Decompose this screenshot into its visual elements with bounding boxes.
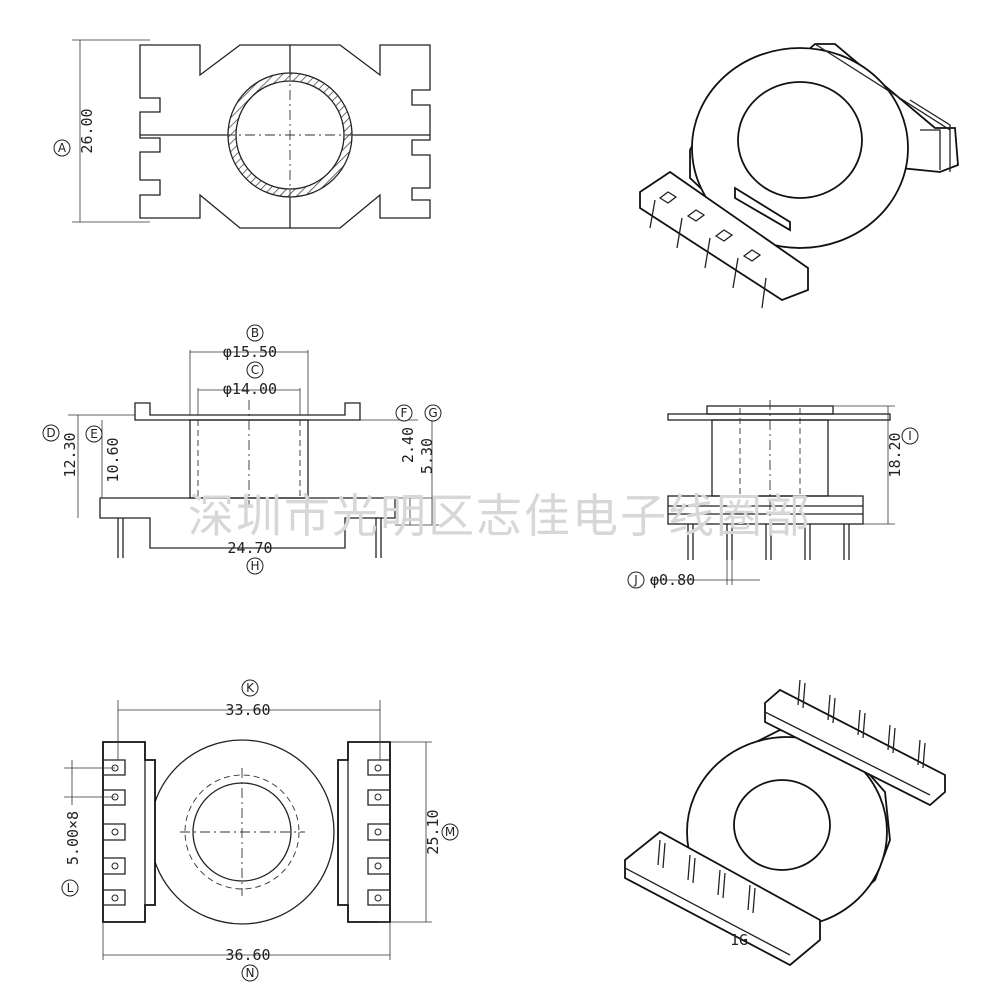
dim-K-label: K — [246, 681, 255, 695]
dim-L-label: L — [67, 881, 74, 895]
dim-E-value: 10.60 — [104, 437, 122, 482]
dim-J-value: φ0.80 — [650, 571, 695, 589]
dim-G-label: G — [428, 406, 437, 420]
dim-A-value: 26.00 — [78, 108, 96, 153]
dim-J-label: J — [633, 573, 638, 587]
isometric-view-top — [639, 43, 959, 309]
dim-H-value: 24.70 — [227, 539, 272, 557]
dim-G: G 5.30 — [418, 404, 442, 474]
dim-F-label: F — [401, 406, 408, 420]
dim-I: 18.20 I — [886, 427, 919, 478]
dim-C: C φ14.00 — [223, 361, 277, 398]
dim-B: B φ15.50 — [223, 324, 277, 361]
dim-A: 26.00 A — [53, 108, 96, 157]
watermark: 深圳市光明区志佳电子线圈部 — [188, 489, 812, 543]
dim-N-label: N — [246, 966, 255, 980]
dim-H: 24.70 H — [227, 539, 273, 575]
front-view — [68, 350, 440, 558]
dim-D: 12.30 D — [42, 424, 79, 478]
dim-N: 36.60 N — [225, 946, 271, 982]
dim-H-label: H — [250, 559, 259, 573]
dim-M: 25.10 M — [424, 809, 459, 855]
dim-E-label: E — [90, 427, 98, 441]
dim-L: 5.00×8 L — [61, 811, 82, 897]
dim-K: K 33.60 — [225, 679, 271, 719]
dim-D-value: 12.30 — [61, 432, 79, 477]
dim-A-label: A — [58, 141, 67, 155]
dim-G-value: 5.30 — [418, 438, 436, 474]
dim-N-value: 36.60 — [225, 946, 270, 964]
isometric-view-bottom: 1G — [624, 679, 946, 967]
dim-B-label: B — [251, 326, 259, 340]
dim-C-label: C — [251, 363, 259, 377]
dim-D-label: D — [46, 426, 55, 440]
dim-J: J φ0.80 — [627, 571, 695, 589]
bottom-view — [64, 700, 432, 960]
dim-I-value: 18.20 — [886, 432, 904, 477]
side-view — [650, 400, 895, 585]
dim-F: F 2.40 — [395, 404, 417, 463]
dim-F-value: 2.40 — [399, 427, 417, 463]
dim-I-label: I — [908, 429, 912, 443]
dim-B-value: φ15.50 — [223, 343, 277, 361]
dim-M-value: 25.10 — [424, 809, 442, 854]
dim-K-value: 33.60 — [225, 701, 270, 719]
dim-C-value: φ14.00 — [223, 380, 277, 398]
dim-M-label: M — [445, 825, 455, 839]
dim-L-value: 5.00×8 — [64, 811, 82, 865]
top-view — [72, 39, 431, 229]
dim-E: 10.60 E — [85, 425, 122, 483]
corner-mark: 1G — [730, 931, 748, 949]
